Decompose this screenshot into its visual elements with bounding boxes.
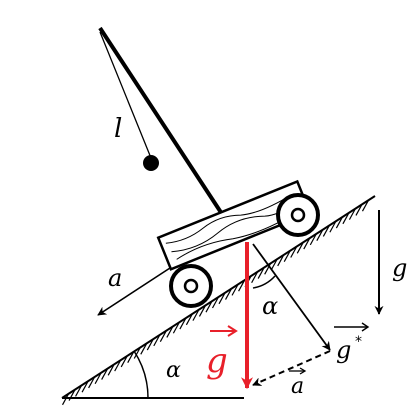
minus-a-vector <box>252 350 331 386</box>
hatch-mark <box>342 212 350 225</box>
pendulum-mast <box>98 26 224 216</box>
incline-angle-arc <box>133 350 149 399</box>
hatch-mark <box>192 309 200 321</box>
hatch-mark <box>355 204 363 216</box>
hatch-mark <box>205 300 213 313</box>
hatch-mark <box>120 355 128 368</box>
cart-wheel-icon <box>276 193 320 237</box>
hatch-mark <box>322 225 330 237</box>
hatch-mark <box>127 351 135 363</box>
hatch-mark <box>107 364 115 376</box>
effective-gravity-overarrow-head <box>361 322 370 332</box>
effective-gravity-arrow <box>252 243 331 351</box>
hatch-mark <box>264 263 272 275</box>
hatch-mark <box>238 279 246 292</box>
hatch-mark <box>172 321 180 334</box>
hatch-mark <box>166 326 174 338</box>
hatch-mark <box>198 305 206 317</box>
acceleration-arrow <box>97 267 171 316</box>
hatch-mark <box>335 216 343 229</box>
hatch-mark <box>101 368 109 380</box>
hatch-mark <box>251 271 259 284</box>
minus-a-label: a <box>289 367 307 399</box>
hatch-mark <box>316 229 324 241</box>
pendulum-bob-icon <box>143 155 159 171</box>
hatch-mark <box>290 246 298 258</box>
hatch-mark <box>153 334 161 347</box>
gravity-vertical-label: g <box>392 254 407 282</box>
pendulum-string <box>99 31 152 159</box>
hatch-mark <box>179 317 187 330</box>
hatch-mark <box>218 292 226 305</box>
acceleration-label: a <box>108 264 122 292</box>
hatch-mark <box>114 359 122 372</box>
length-label: l <box>114 114 122 144</box>
hatch-mark <box>146 338 154 351</box>
hatch-mark <box>61 393 70 406</box>
hatch-mark <box>225 288 233 300</box>
gstar-angle-label: α <box>262 292 278 320</box>
hatch-mark <box>277 254 285 267</box>
hatch-mark <box>270 258 278 271</box>
gravity-vector-label: g <box>206 325 238 381</box>
hatch-mark <box>68 389 76 401</box>
minus-a-overarrow-head <box>299 367 307 375</box>
hatch-mark <box>283 250 291 262</box>
hatch-mark <box>348 208 356 220</box>
gstar-angle-arc <box>252 275 276 289</box>
hatch-mark <box>303 237 311 250</box>
hatch-mark <box>88 376 96 389</box>
effective-gravity-label: g * <box>334 322 370 364</box>
incline-hatching <box>61 199 370 406</box>
hatch-mark <box>361 199 370 212</box>
hatch-mark <box>81 380 89 393</box>
incline-angle-label: α <box>166 358 181 383</box>
cart-wheel-icon <box>169 264 213 308</box>
hatch-mark <box>309 233 317 246</box>
hatch-mark <box>75 385 83 397</box>
hatch-mark <box>329 220 337 233</box>
hatch-mark <box>231 284 239 296</box>
gravity-vector-overarrow-head <box>227 325 238 337</box>
hatch-mark <box>185 313 193 326</box>
hatch-mark <box>94 372 102 385</box>
hatch-mark <box>140 343 148 355</box>
svg-text:g: g <box>206 341 228 381</box>
hatch-mark <box>133 347 141 359</box>
svg-text:g: g <box>336 336 351 364</box>
hatch-mark <box>159 330 167 342</box>
hatch-mark <box>257 267 265 279</box>
svg-text:a: a <box>291 374 304 399</box>
hatch-mark <box>211 296 220 309</box>
hatch-mark <box>296 242 304 254</box>
svg-text:*: * <box>355 334 362 350</box>
